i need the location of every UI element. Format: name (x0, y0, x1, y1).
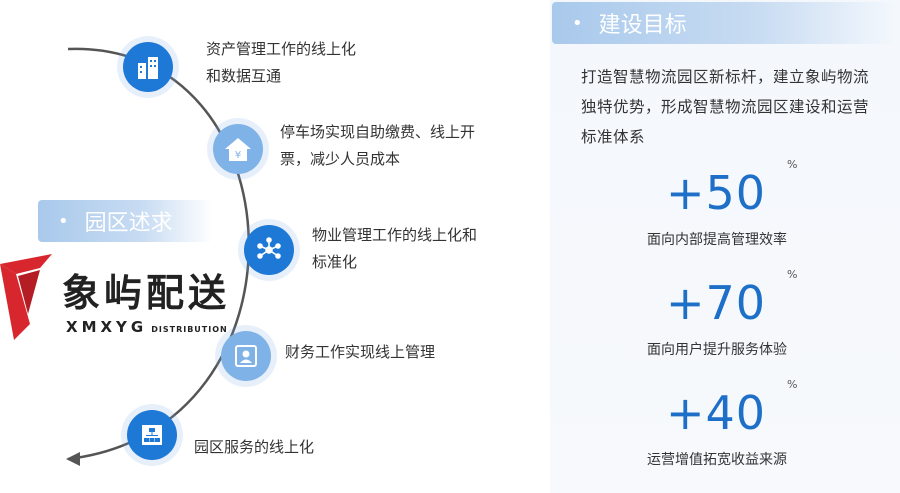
stat-label-3: 运营增值拓宽收益来源 (647, 452, 787, 468)
logo-mark-icon (0, 254, 52, 340)
svg-text:¥: ¥ (235, 150, 241, 161)
id-card-icon (221, 331, 271, 381)
stat-label-1: 面向内部提高管理效率 (647, 232, 787, 248)
stat-value-1: +50 (666, 166, 767, 220)
goals-panel (550, 0, 900, 493)
logo-chinese-name: 象屿配送 (62, 271, 231, 315)
house-yen-icon: ¥ (213, 124, 263, 174)
org-chart-icon (127, 410, 177, 460)
need-item-4: 财务工作实现线上管理 (285, 343, 436, 361)
need-item-2: 停车场实现自助缴费、线上开票，减少人员成本 (280, 123, 476, 168)
stat-label-2: 面向用户提升服务体验 (647, 342, 787, 358)
stat-unit-1: % (787, 158, 798, 171)
stat-unit-3: % (787, 378, 798, 391)
need-item-3: 物业管理工作的线上化和标准化 (312, 226, 478, 271)
stat-unit-2: % (787, 268, 798, 281)
section-title-park-needs: •园区述求 (38, 200, 213, 242)
need-item-5: 园区服务的线上化 (194, 438, 315, 456)
stat-value-2: +70 (666, 276, 767, 330)
goals-description: 打造智慧物流园区新标杆，建立象屿物流独特优势，形成智慧物流园区建设和运营标准体系 (581, 68, 870, 146)
need-item-1: 资产管理工作的线上化和数据互通 (206, 40, 357, 85)
stat-value-3: +40 (666, 386, 767, 440)
buildings-icon (123, 42, 173, 92)
network-icon (244, 225, 294, 275)
section-title-goals: •建设目标 (552, 2, 897, 44)
